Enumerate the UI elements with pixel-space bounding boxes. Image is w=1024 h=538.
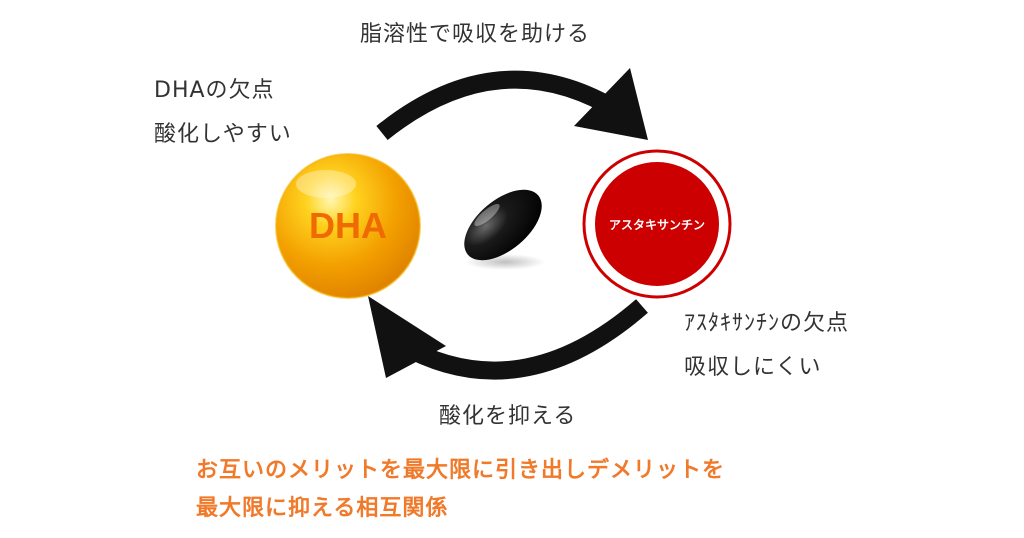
astaxanthin-weakness-title: ｱｽﾀｷｻﾝﾁﾝの欠点 (684, 311, 850, 336)
dha-weakness-title: DHAの欠点 (154, 78, 275, 103)
astaxanthin-label: アスタキサンチン (609, 218, 705, 232)
summary-line-1: お互いのメリットを最大限に引き出しデメリットを (196, 458, 726, 483)
top-arrow (376, 68, 648, 141)
astaxanthin-circle: アスタキサンチン (582, 149, 732, 299)
dha-weakness-desc: 酸化しやすい (154, 122, 292, 147)
dha-label: DHA (309, 205, 387, 246)
summary-line-2: 最大限に抑える相互関係 (196, 496, 449, 521)
top-arrow-label: 脂溶性で吸収を助ける (360, 22, 591, 47)
bottom-arrow-label: 酸化を抑える (439, 404, 577, 429)
astaxanthin-weakness-desc: 吸収しにくい (684, 355, 822, 380)
dha-sphere: DHA (275, 153, 421, 299)
bottom-arrow (368, 296, 648, 380)
capsule-icon (464, 189, 545, 270)
